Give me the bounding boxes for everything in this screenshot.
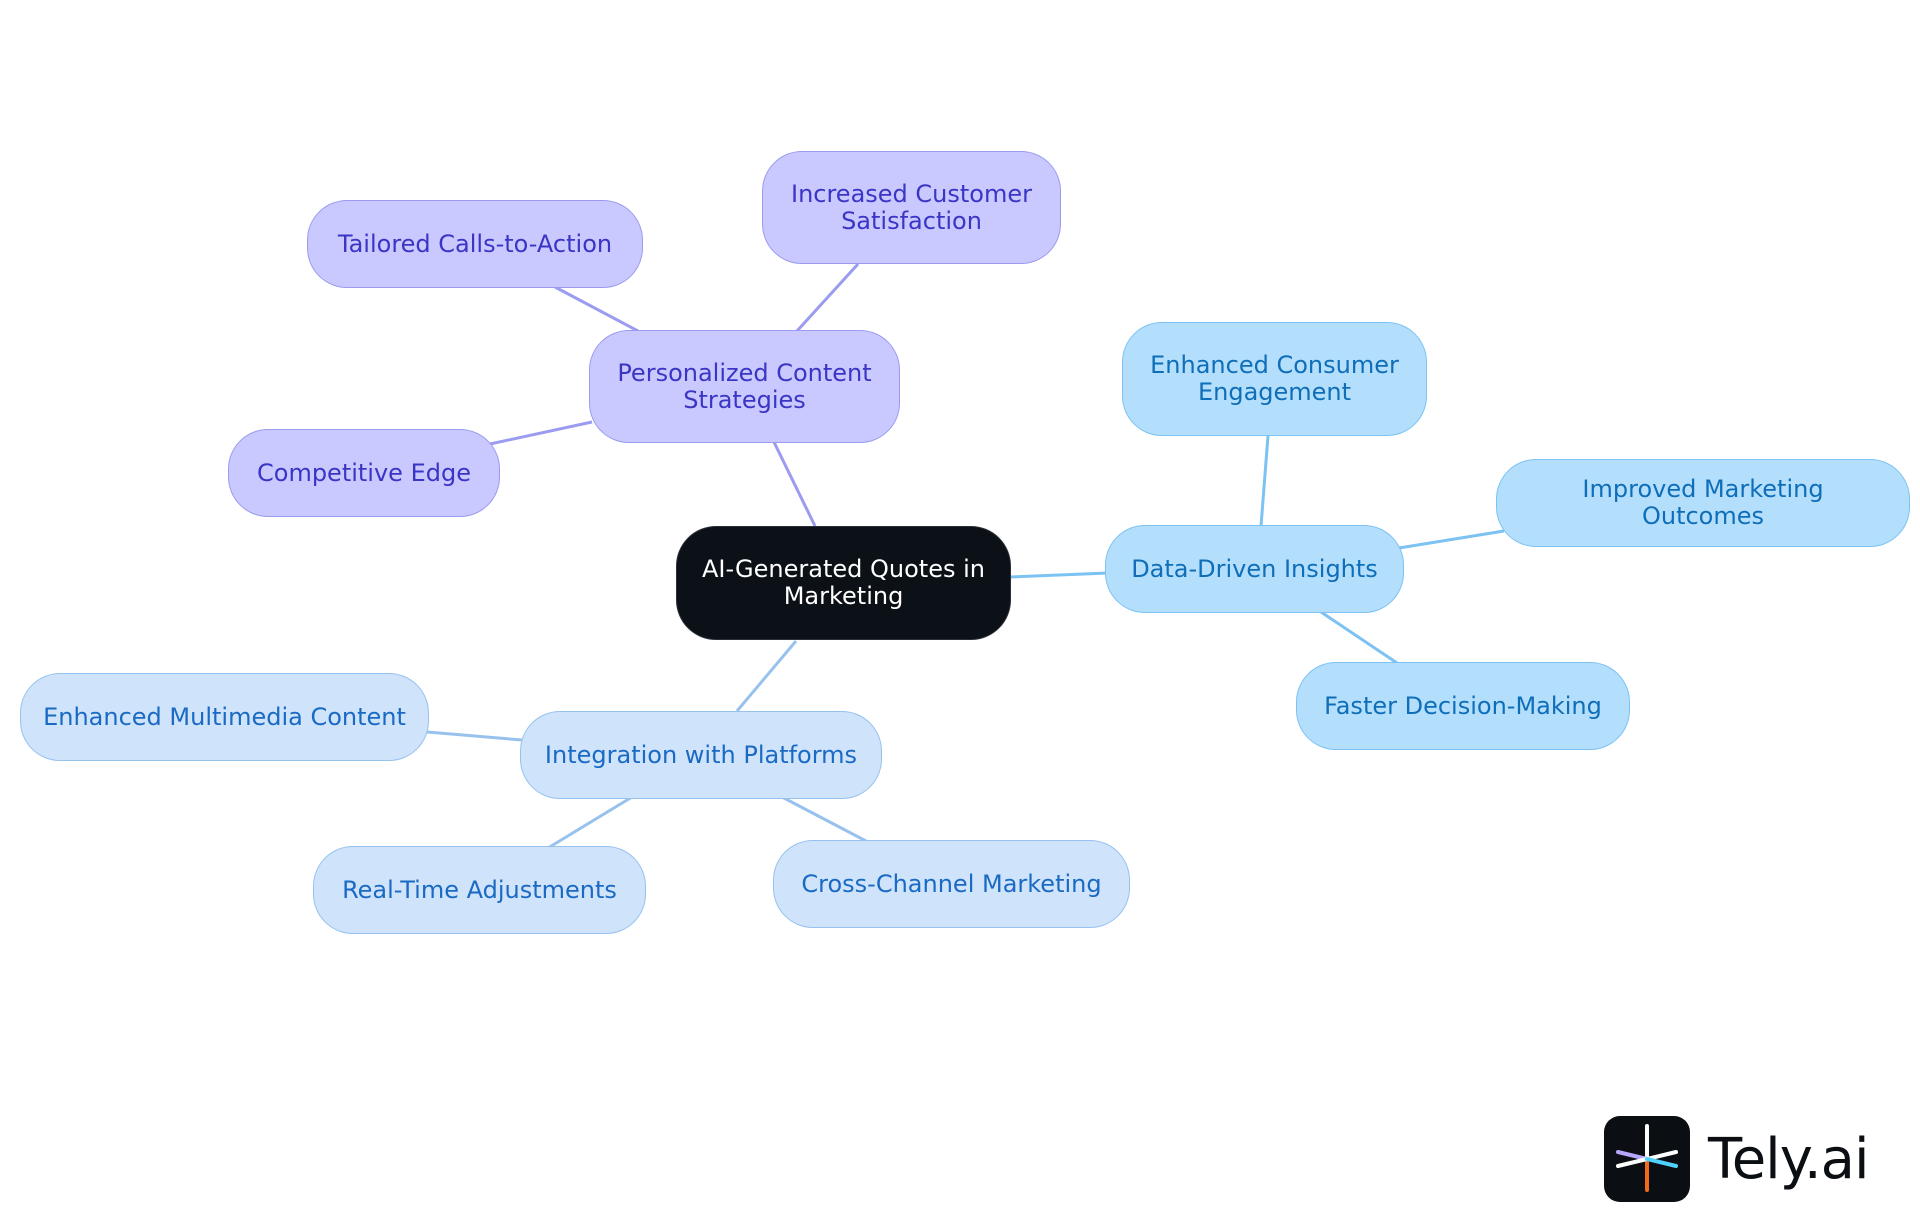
branch-node-data-driven-insights[interactable]: Data-Driven Insights	[1105, 525, 1404, 613]
edge-data-outcomes	[1398, 529, 1505, 550]
branch-node-personalized-content[interactable]: Personalized Content Strategies	[589, 330, 900, 443]
leaf-node-multimedia-content[interactable]: Enhanced Multimedia Content	[20, 673, 429, 761]
leaf-node-tailored-ctas[interactable]: Tailored Calls-to-Action	[307, 200, 643, 288]
edge-center-data-driven	[1009, 571, 1109, 579]
leaf-node-cross-channel[interactable]: Cross-Channel Marketing	[773, 840, 1130, 928]
leaf-node-faster-decisions[interactable]: Faster Decision-Making	[1296, 662, 1630, 750]
tely-logo-icon	[1604, 1116, 1690, 1202]
edge-integration-multimedia	[426, 730, 523, 742]
edge-integration-crosschannel	[781, 795, 867, 843]
branch-node-integration-platforms[interactable]: Integration with Platforms	[520, 711, 882, 799]
edge-data-decision	[1320, 610, 1398, 665]
leaf-node-consumer-engagement[interactable]: Enhanced Consumer Engagement	[1122, 322, 1427, 436]
edge-data-engagement	[1259, 435, 1270, 527]
edge-personalized-ctas	[554, 285, 639, 333]
edge-center-integration	[735, 640, 798, 712]
leaf-node-increased-satisfaction[interactable]: Increased Customer Satisfaction	[762, 151, 1061, 264]
leaf-node-realtime-adjustments[interactable]: Real-Time Adjustments	[313, 846, 646, 934]
central-topic-node[interactable]: AI-Generated Quotes in Marketing	[676, 526, 1011, 640]
leaf-node-competitive-edge[interactable]: Competitive Edge	[228, 429, 500, 517]
leaf-node-improved-outcomes[interactable]: Improved Marketing Outcomes	[1496, 459, 1910, 547]
edge-center-personalized	[770, 437, 817, 527]
brand-name: Tely.ai	[1708, 1126, 1870, 1192]
edge-personalized-edge	[489, 420, 593, 446]
edge-integration-realtime	[547, 795, 633, 850]
edge-personalized-satisfaction	[795, 262, 860, 333]
brand-logo: Tely.ai	[1604, 1116, 1870, 1202]
